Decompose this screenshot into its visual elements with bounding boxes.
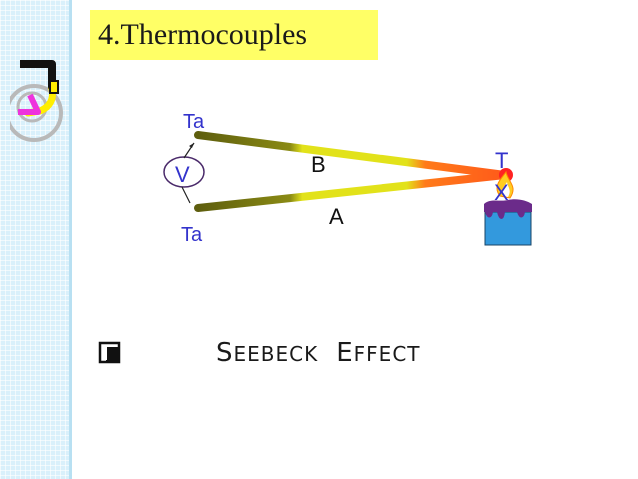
burner-flame-icon <box>484 170 532 246</box>
lead-arrow-top <box>189 143 194 148</box>
label-x: X <box>494 180 509 205</box>
sidebar-edge <box>69 0 72 479</box>
seebeck-effect-text: SEEBECK EFFECT <box>216 338 421 368</box>
second-rest: FFECT <box>353 342 421 366</box>
checkbox-bullet-icon <box>98 341 121 364</box>
label-ta-top: Ta <box>183 111 205 133</box>
slide-title: 4.Thermocouples <box>98 18 308 51</box>
title-box: 4.Thermocouples <box>90 10 378 60</box>
label-b: B <box>311 152 326 177</box>
label-a: A <box>329 204 344 229</box>
thermocouple-diagram: Ta Ta V B A T X <box>163 111 532 246</box>
bullet-row: SEEBECK EFFECT <box>98 336 558 376</box>
label-v: V <box>175 162 190 187</box>
label-t: T <box>495 148 508 173</box>
voltmeter-lead-bottom <box>181 186 191 204</box>
wire-a <box>194 171 509 212</box>
second-initial: E <box>336 338 354 368</box>
label-ta-bottom: Ta <box>181 224 203 246</box>
hook-logo-icon <box>10 60 63 142</box>
wire-b <box>194 131 509 179</box>
first-initial: S <box>216 338 234 368</box>
sidebar-pattern <box>0 0 70 479</box>
first-rest: EEBECK <box>233 342 319 366</box>
